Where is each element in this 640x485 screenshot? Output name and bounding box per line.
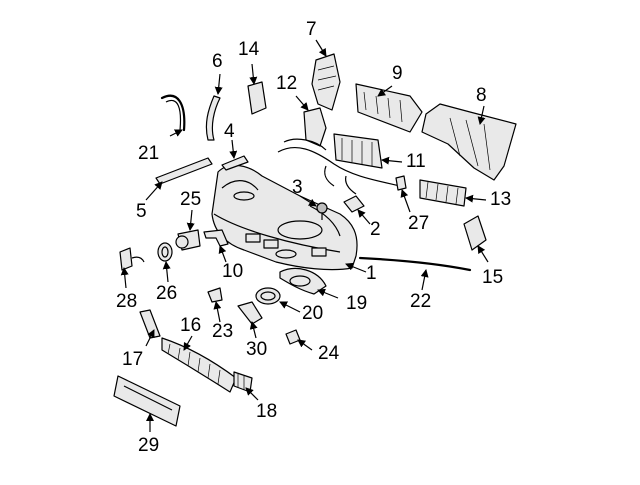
- leader-lines: [120, 39, 489, 432]
- callout-2: 2: [370, 219, 381, 240]
- license-bracket-29-part: [113, 375, 181, 427]
- clip-23-part: [207, 287, 223, 303]
- callout-1: 1: [366, 263, 377, 284]
- bracket-12-part: [303, 107, 327, 147]
- callout-18: 18: [256, 401, 278, 422]
- bracket-7-part: [311, 53, 341, 111]
- callout-21: 21: [138, 143, 160, 164]
- callout-30: 30: [246, 339, 268, 360]
- grille-16-part: [161, 337, 237, 393]
- bracket-17-part: [139, 309, 161, 339]
- callout-14: 14: [238, 39, 260, 60]
- callout-29: 29: [138, 435, 160, 456]
- bracket-14-part: [247, 81, 267, 115]
- sensor-25-part: [175, 229, 201, 251]
- bracket-4-part: [221, 155, 249, 171]
- callout-12: 12: [276, 73, 298, 94]
- bumper-cover-part: [211, 164, 358, 271]
- callout-9: 9: [392, 63, 403, 84]
- callout-7: 7: [306, 19, 317, 40]
- grille-18-part: [233, 371, 253, 393]
- bracket-2-part: [343, 195, 365, 213]
- callout-13: 13: [490, 189, 512, 210]
- sensor-30-part: [237, 301, 263, 325]
- clip-27-part: [395, 175, 407, 191]
- callout-5: 5: [136, 201, 147, 222]
- molding-21-part: [160, 94, 186, 132]
- callout-8: 8: [476, 85, 487, 106]
- strip-22-part: [358, 256, 472, 272]
- callout-24: 24: [318, 343, 340, 364]
- callout-15: 15: [482, 267, 504, 288]
- bezel-19-part: [279, 267, 327, 295]
- molding-6-part: [205, 95, 221, 141]
- callout-19: 19: [346, 293, 368, 314]
- callout-11: 11: [406, 151, 426, 172]
- wiring-harness-part: [277, 138, 401, 195]
- absorber-11-part: [333, 133, 383, 169]
- callout-25: 25: [180, 189, 202, 210]
- callout-17: 17: [122, 349, 144, 370]
- bracket-15-part: [463, 215, 487, 251]
- callout-20: 20: [302, 303, 324, 324]
- bolt-3-part: [316, 202, 328, 220]
- callout-28: 28: [116, 291, 138, 312]
- trim-strip-5-part: [155, 157, 213, 185]
- reinforcement-9-part: [355, 83, 423, 133]
- ring-20-part: [255, 287, 281, 305]
- bracket-28-part: [119, 247, 145, 271]
- callout-23: 23: [212, 321, 234, 342]
- callout-3: 3: [292, 177, 303, 198]
- grommet-26-part: [157, 242, 173, 262]
- callout-4: 4: [224, 121, 235, 142]
- callout-26: 26: [156, 283, 178, 304]
- callout-16: 16: [180, 315, 202, 336]
- clip-24-part: [285, 329, 301, 345]
- callout-10: 10: [222, 261, 244, 282]
- callout-22: 22: [410, 291, 432, 312]
- callout-6: 6: [212, 51, 223, 72]
- support-8-part: [421, 103, 517, 181]
- callout-27: 27: [408, 213, 430, 234]
- absorber-13-part: [419, 179, 467, 207]
